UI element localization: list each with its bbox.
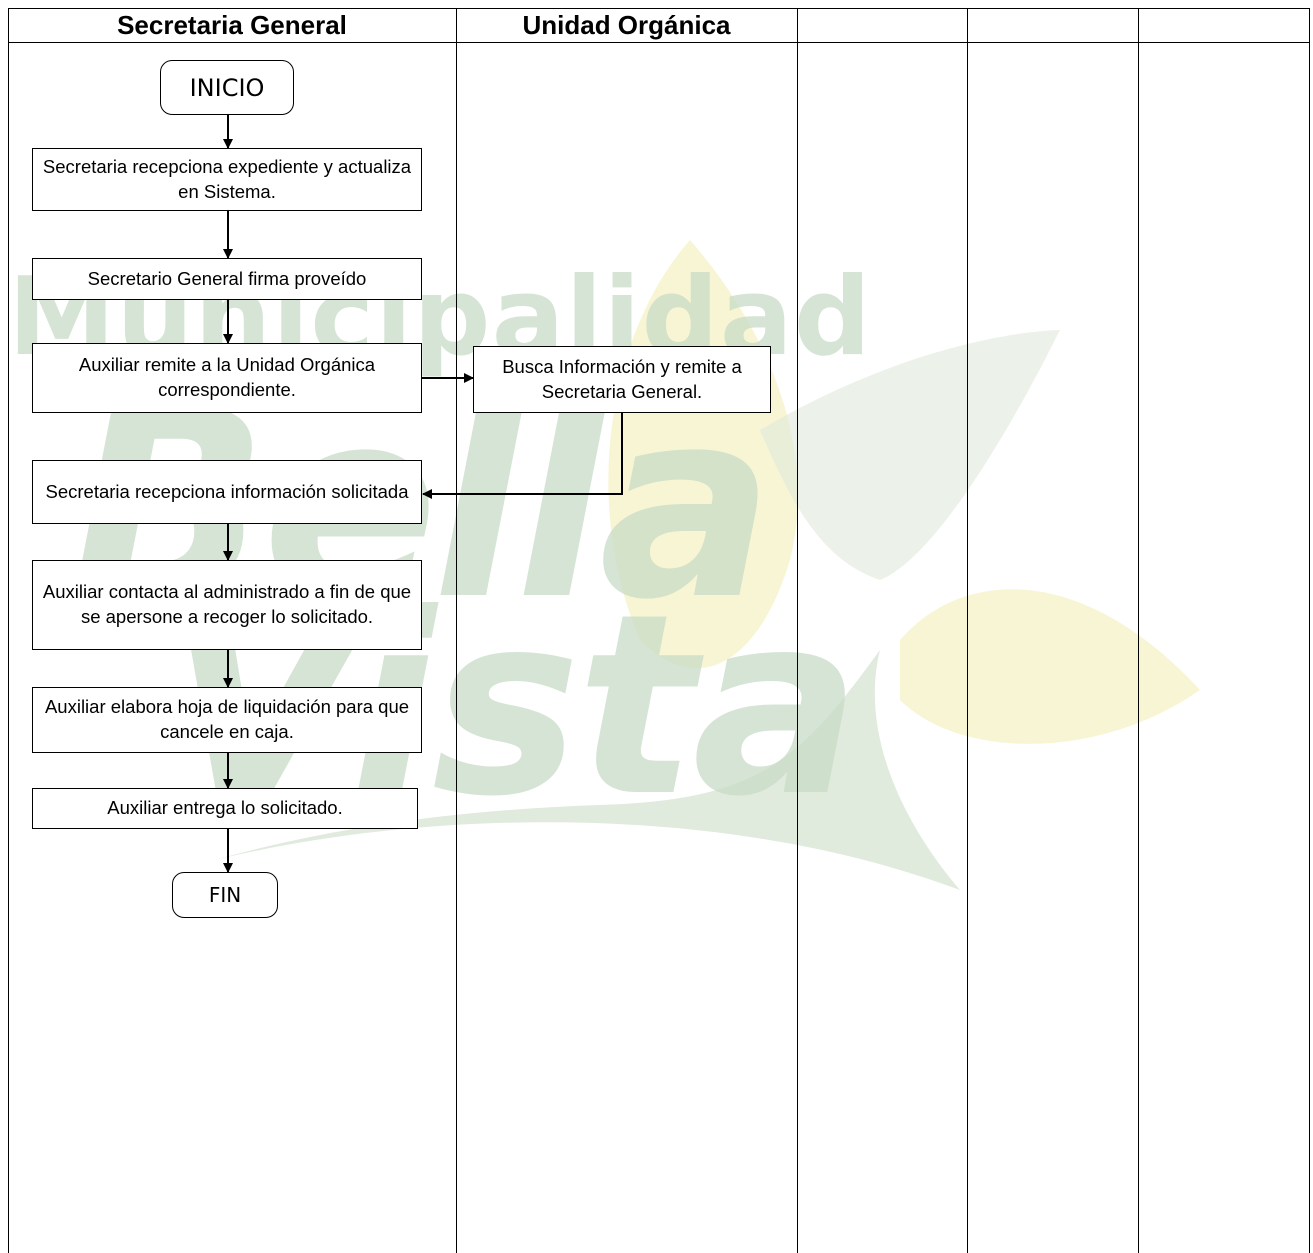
step-contacta-administrado: Auxiliar contacta al administrado a fin … <box>32 560 422 650</box>
lane-header-secretaria-general: Secretaria General <box>117 10 347 40</box>
step-recepciona-expediente: Secretaria recepciona expediente y actua… <box>32 148 422 211</box>
lane-4 <box>967 8 1138 1253</box>
watermark-leaf-yellow-lower <box>900 589 1200 744</box>
lane-unidad-organica <box>456 8 797 1253</box>
step-busca-informacion: Busca Información y remite a Secretaria … <box>473 346 771 413</box>
lane-3 <box>797 8 967 1253</box>
table-top-border <box>8 8 1310 9</box>
lane-5 <box>1138 8 1310 1253</box>
arrow-step4-to-step5 <box>422 412 623 499</box>
lane-secretaria-general <box>8 8 456 1253</box>
step-remite-unidad-organica: Auxiliar remite a la Unidad Orgánica cor… <box>32 343 422 413</box>
start-terminator: INICIO <box>160 60 294 115</box>
header-bottom-border <box>8 42 1310 43</box>
step-firma-proveido: Secretario General firma proveído <box>32 258 422 300</box>
step-hoja-liquidacion: Auxiliar elabora hoja de liquidación par… <box>32 687 422 753</box>
step-entrega-solicitado: Auxiliar entrega lo solicitado. <box>32 788 418 829</box>
step-recepciona-informacion: Secretaria recepciona información solici… <box>32 460 422 524</box>
watermark-swoosh <box>215 650 960 890</box>
watermark-leaf-green <box>760 330 1060 580</box>
end-terminator: FIN <box>172 872 278 918</box>
lane-header-unidad-organica: Unidad Orgánica <box>522 10 731 40</box>
